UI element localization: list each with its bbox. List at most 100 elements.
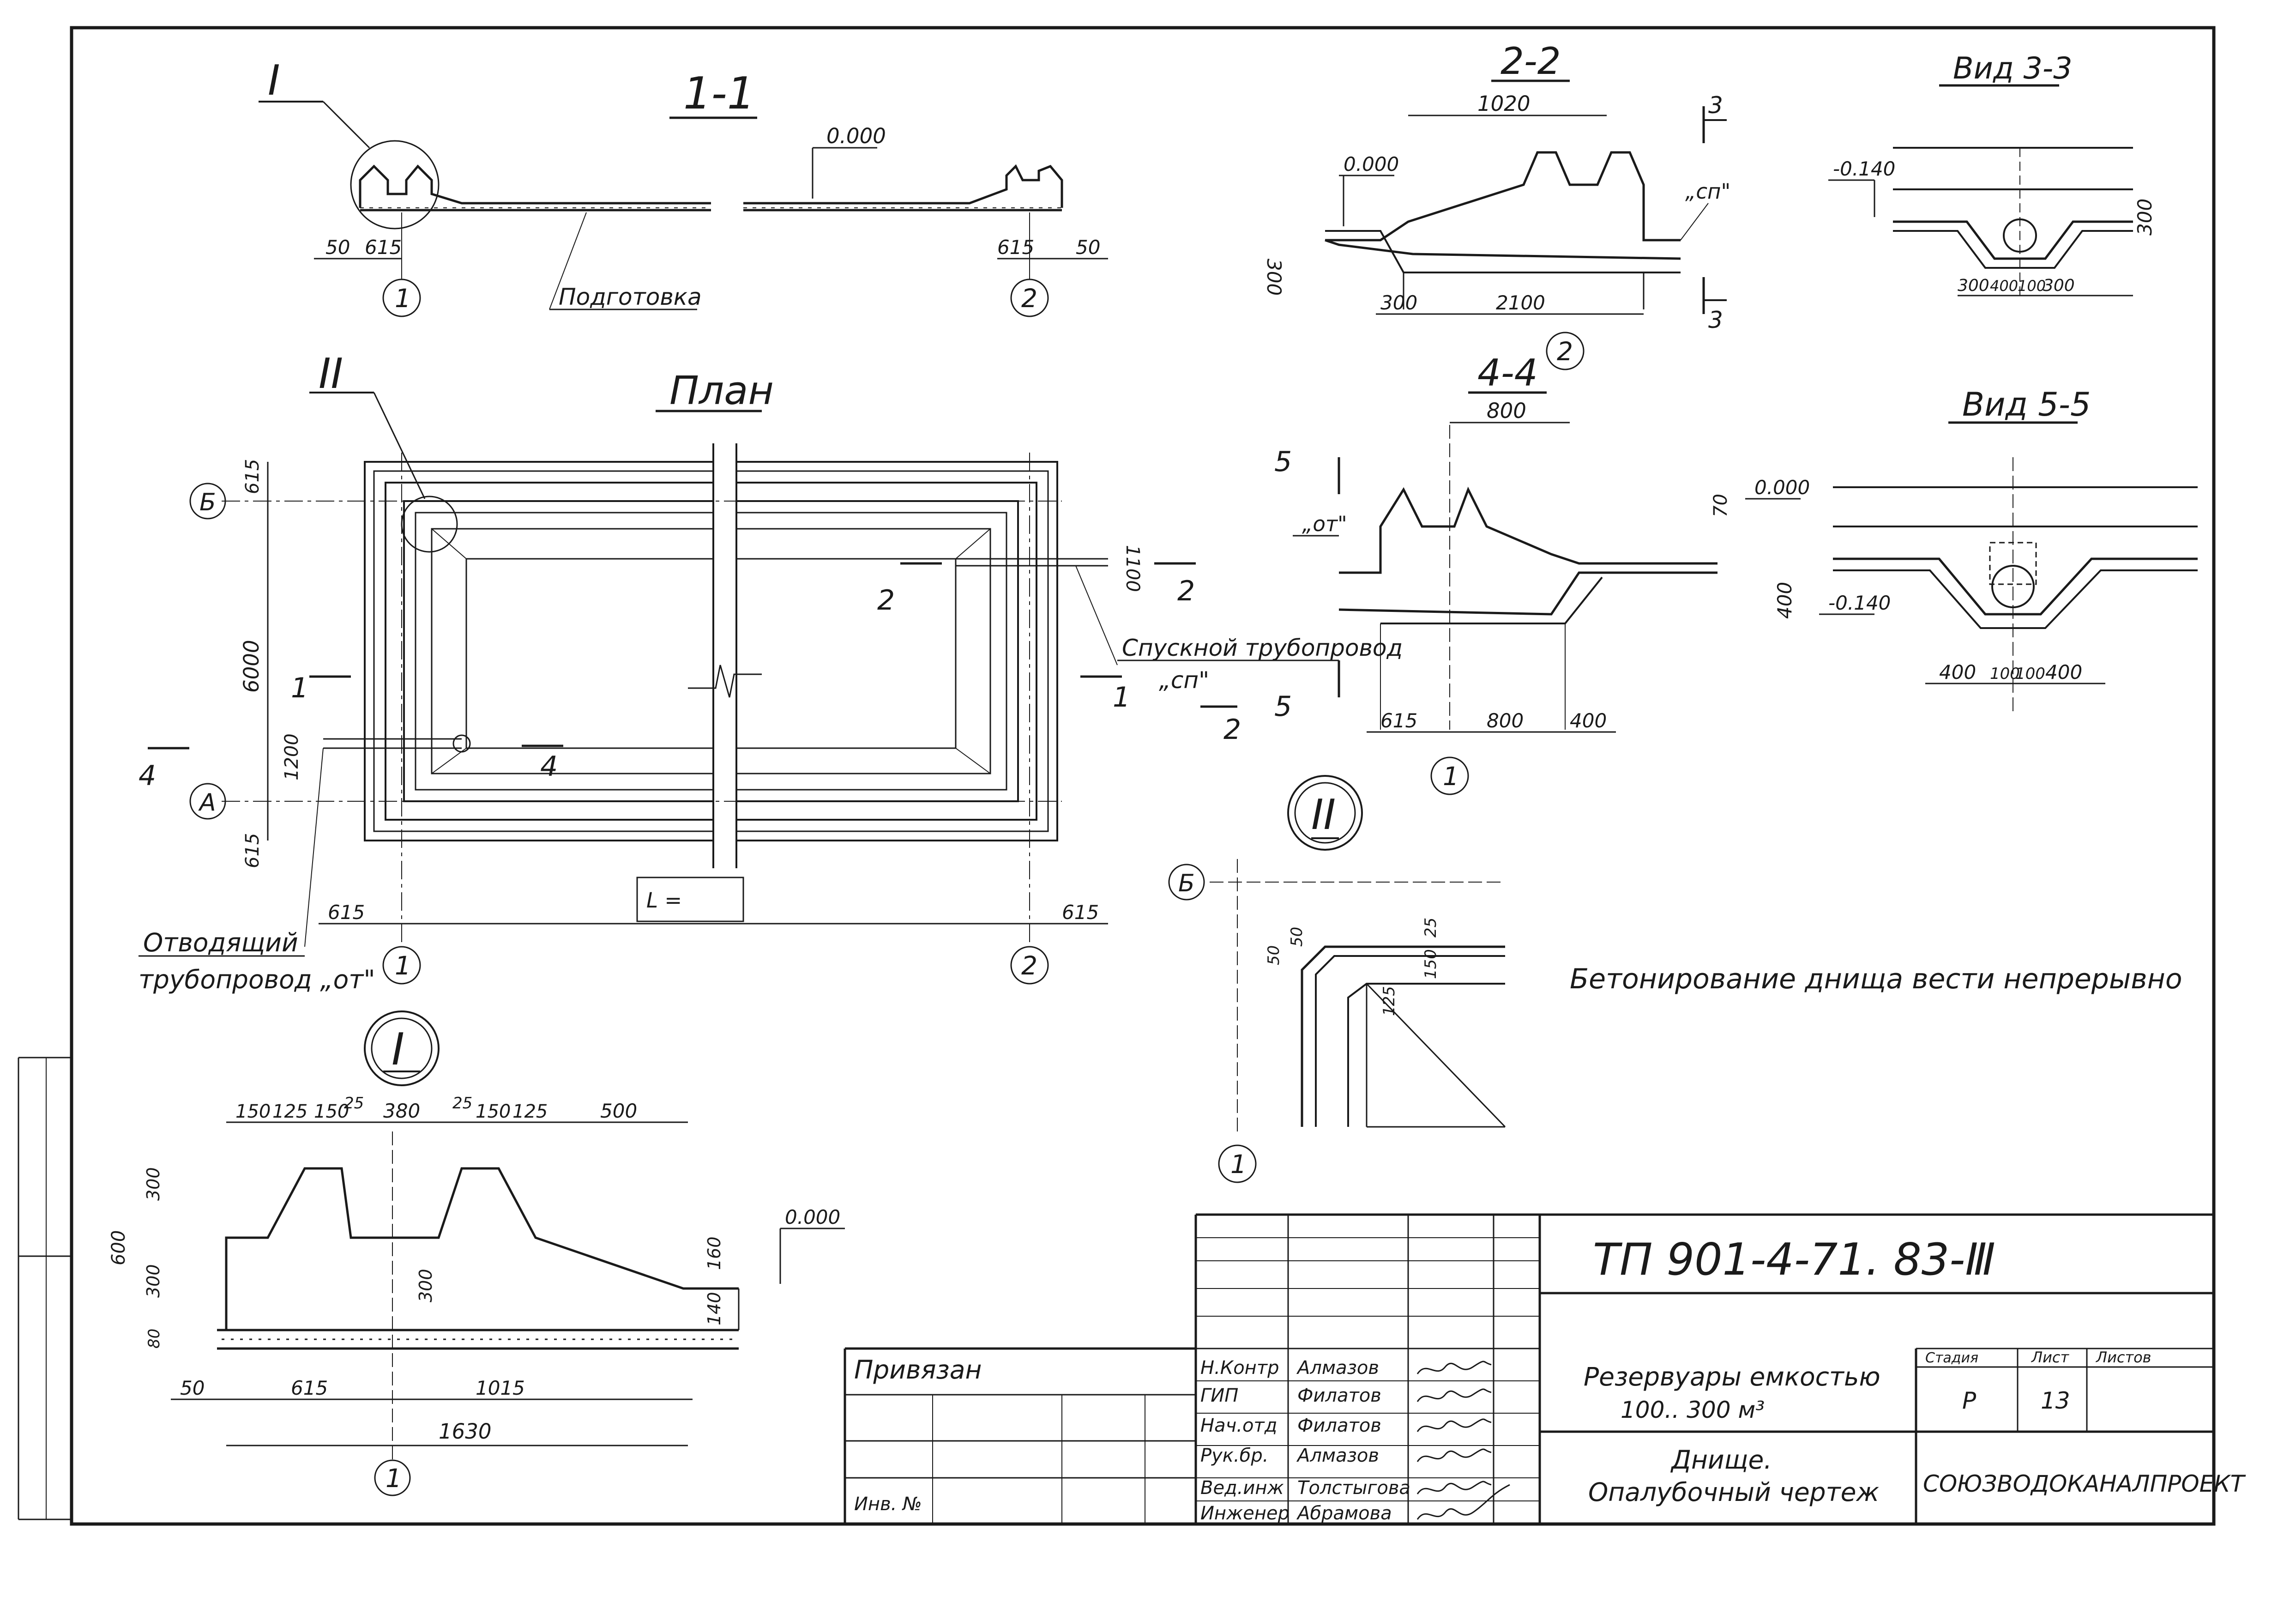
sig-name-4: Алмазов — [1296, 1445, 1379, 1466]
cut-1-left: 1 — [291, 672, 308, 704]
sig-role-4: Рук.бр. — [1200, 1445, 1268, 1466]
section-2-2-pipe: „сп" — [1685, 179, 1730, 204]
cut-5-top: 5 — [1274, 446, 1292, 478]
outlet-pipe-label-1: Отводящий — [143, 928, 298, 957]
detail-I-dim-600: 600 — [108, 1230, 129, 1265]
detail-I-dim-140: 140 — [704, 1292, 724, 1325]
detail-I-callout-circle — [350, 140, 440, 230]
section-2-2-axis: 2 — [1557, 337, 1573, 366]
detail-I-dim-300-b: 300 — [143, 1264, 163, 1298]
detail-I-dim-300-c: 300 — [416, 1269, 436, 1302]
detail-II-dim-150: 150 — [1422, 949, 1440, 979]
detail-I-dim-380: 380 — [383, 1100, 420, 1122]
title-block: ТП 901-4-71. 83-Ⅲ Резервуары емкостью 10… — [844, 1213, 2246, 1524]
detail-I-dim-125-a: 125 — [272, 1101, 307, 1122]
row-A-bubble — [189, 783, 226, 820]
detail-I-dim-615: 615 — [291, 1377, 328, 1399]
section-2-2: 2-2 1020 0.000 „сп" 300 2100 300 3 3 2 — [1263, 40, 1730, 370]
drain-pipe-label-2: „сп" — [1159, 667, 1209, 694]
plan-length: L = — [646, 888, 682, 913]
sheet-label: Лист — [2031, 1349, 2069, 1366]
cut-3-bottom: 3 — [1708, 307, 1723, 333]
dim-2100: 2100 — [1496, 291, 1545, 314]
detail-II: II Б 50 50 25 150 125 1 — [1168, 775, 1506, 1183]
cut-2-top-right: 2 — [1177, 575, 1195, 607]
section-2-2-title: 2-2 — [1501, 40, 1561, 83]
plan-dim-6000: 6000 — [239, 640, 264, 693]
dim-300-a: 300 — [1380, 291, 1417, 314]
dim-4-4-800-top: 800 — [1487, 399, 1526, 423]
section-4-4: 4-4 800 „от" 5 5 615 800 400 70 1 — [1274, 351, 1731, 795]
drain-pipe-label-1: Спускной трубопровод — [1122, 635, 1403, 661]
dim-1020: 1020 — [1477, 91, 1531, 116]
section-4-4-pipe: „от" — [1302, 512, 1347, 536]
detail-I-dim-25-b: 25 — [452, 1094, 472, 1113]
plan-dim-1100: 1100 — [1122, 545, 1143, 592]
sig-name-1: Алмазов — [1296, 1357, 1379, 1379]
plan-axis-1: 1 — [395, 951, 411, 980]
detail-I-dim-1630: 1630 — [439, 1419, 492, 1444]
sheet-frame — [18, 26, 2216, 1526]
concreting-note: Бетонирование днища вести непрерывно — [1570, 963, 2182, 995]
sig-role-1: Н.Контр — [1200, 1357, 1279, 1379]
cut-4-right: 4 — [540, 750, 558, 783]
signature-scribbles — [1416, 1361, 1510, 1520]
detail-I-dim-300-a: 300 — [143, 1167, 163, 1201]
detail-I-level: 0.000 — [785, 1206, 840, 1228]
dim-3-3-400: 400 — [1990, 277, 2018, 295]
plan-dim-615-bottom: 615 — [242, 833, 263, 868]
detail-II-row: Б — [1178, 870, 1195, 897]
dim-615-right: 615 — [997, 236, 1034, 259]
detail-I-title-circle — [364, 1010, 440, 1086]
dim-4-4-800: 800 — [1487, 709, 1524, 732]
plan-axis-2-bubble — [1010, 946, 1049, 985]
detail-II-row-bubble — [1168, 864, 1205, 901]
plan-view: План II Б А — [139, 350, 1403, 994]
cut-3-top: 3 — [1708, 92, 1723, 119]
plan-dim-1200: 1200 — [281, 733, 302, 780]
detail-I-title: I — [392, 1024, 404, 1075]
dim-5-5-100-b: 100 — [2015, 665, 2045, 683]
sig-role-5: Вед.инж — [1200, 1477, 1284, 1499]
organization: СОЮЗВОДОКАНАЛПРОЕКТ — [1923, 1470, 2246, 1497]
plan-axis-2: 2 — [1021, 951, 1037, 980]
cut-5-bottom: 5 — [1274, 690, 1292, 723]
view-3-3-title: Вид 3-3 — [1953, 51, 2073, 86]
sig-name-2: Филатов — [1297, 1385, 1381, 1406]
stage-label: Стадия — [1925, 1350, 1978, 1366]
row-A-label: А — [198, 789, 216, 817]
detail-I-dim-150-a: 150 — [235, 1101, 271, 1122]
dim-4-4-400: 400 — [1570, 709, 1607, 732]
dim-615-left: 615 — [365, 236, 402, 259]
axis-1-label: 1 — [395, 284, 411, 313]
sheets-label: Листов — [2096, 1349, 2151, 1366]
detail-I-dim-50: 50 — [180, 1377, 205, 1399]
dim-3-3-300c: 300 — [2133, 199, 2156, 236]
section-2-2-level: 0.000 — [1344, 153, 1399, 175]
detail-II-dim-125: 125 — [1380, 986, 1398, 1016]
cut-2-bottom: 2 — [1223, 714, 1241, 746]
axis-2-label: 2 — [1021, 284, 1037, 313]
detail-I-dim-80: 80 — [145, 1329, 163, 1349]
plan-axis-1-bubble — [382, 946, 421, 985]
dim-3-3-300b: 300 — [2043, 276, 2075, 295]
drawing-line-1: Днище. — [1670, 1445, 1772, 1475]
detail-II-title: II — [1311, 791, 1336, 839]
cut-1-right: 1 — [1113, 681, 1130, 714]
detail-II-dim-50-a: 50 — [1288, 927, 1306, 947]
plan-dim-615-top: 615 — [242, 459, 263, 494]
section-4-4-title: 4-4 — [1477, 351, 1538, 394]
detail-I-dim-25-a: 25 — [344, 1094, 364, 1113]
dim-5-5-100-a: 100 — [1990, 665, 2020, 683]
plan-dim-615-left: 615 — [328, 901, 365, 924]
detail-I-dim-150-b: 150 — [314, 1101, 349, 1122]
detail-I-marker: I — [268, 56, 280, 105]
row-B-label: Б — [199, 489, 216, 516]
dim-50-right: 50 — [1076, 236, 1100, 259]
plan-dim-615-right: 615 — [1062, 901, 1099, 924]
view-3-3-level: -0.140 — [1833, 157, 1895, 180]
sig-name-6: Абрамова — [1296, 1503, 1392, 1524]
detail-I-dim-150-c: 150 — [476, 1101, 511, 1122]
view-5-5: Вид 5-5 0.000 -0.140 400 400 100 100 400 — [1745, 386, 2198, 711]
